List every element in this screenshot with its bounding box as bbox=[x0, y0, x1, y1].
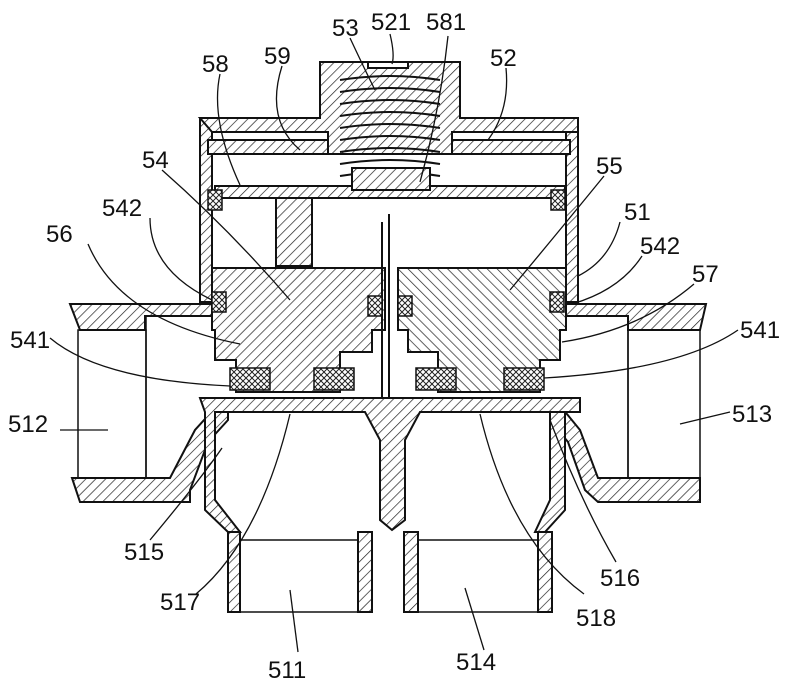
label-542-right: 542 bbox=[640, 233, 680, 260]
label-54: 54 bbox=[142, 147, 169, 174]
label-52: 52 bbox=[490, 45, 517, 72]
label-542-left: 542 bbox=[102, 195, 142, 222]
outlet-pipes-511-514 bbox=[228, 532, 552, 612]
label-521: 521 bbox=[371, 9, 411, 36]
label-518: 518 bbox=[576, 605, 616, 632]
label-57: 57 bbox=[692, 261, 719, 288]
label-513: 513 bbox=[732, 401, 772, 428]
label-512: 512 bbox=[8, 411, 48, 438]
label-511: 511 bbox=[268, 657, 306, 684]
label-51: 51 bbox=[624, 199, 651, 226]
label-541-left: 541 bbox=[10, 327, 50, 354]
label-516: 516 bbox=[600, 565, 640, 592]
label-58: 58 bbox=[202, 51, 229, 78]
label-515: 515 bbox=[124, 539, 164, 566]
label-541-right: 541 bbox=[740, 317, 780, 344]
label-581: 581 bbox=[426, 9, 466, 36]
label-514: 514 bbox=[456, 649, 496, 676]
label-517: 517 bbox=[160, 589, 200, 616]
label-55: 55 bbox=[596, 153, 623, 180]
label-53: 53 bbox=[332, 15, 359, 42]
label-59: 59 bbox=[264, 43, 291, 70]
label-56: 56 bbox=[46, 221, 73, 248]
